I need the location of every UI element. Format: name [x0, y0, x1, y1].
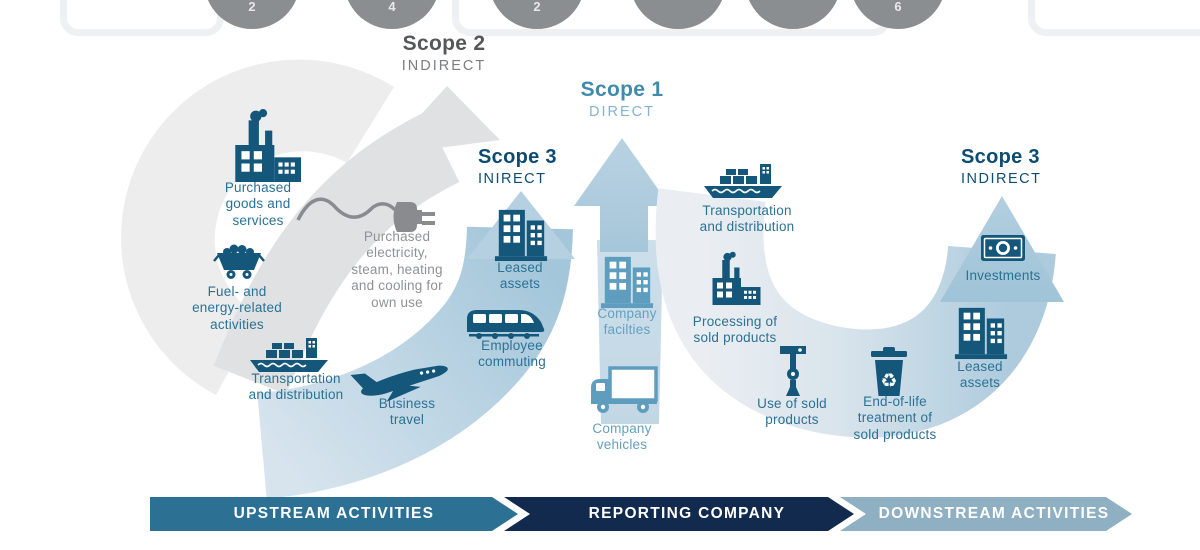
upstream-activities-banner: UPSTREAM ACTIVITIES	[150, 497, 518, 531]
label-company-vehicles: Company vehicles	[592, 421, 652, 453]
cargo-ship-icon	[700, 158, 786, 200]
label-end-of-life: End-of-life treatment of sold products	[853, 394, 937, 442]
scope3-upstream-heading: Scope 3 INIRECT	[478, 146, 618, 187]
left-gray-ring	[121, 59, 394, 396]
label-investments: Investments	[965, 268, 1041, 283]
scope2-gray-arrow-head	[384, 86, 500, 155]
piston-icon	[778, 344, 808, 398]
scope1-arrow-head	[574, 138, 670, 206]
scope1-heading: Scope 1 DIRECT	[542, 78, 702, 120]
upstream-activities-banner-label: UPSTREAM ACTIVITIES	[233, 505, 435, 522]
cargo-ship-icon	[246, 332, 332, 374]
label-use-of-sold: Use of sold products	[757, 396, 827, 428]
scope1-subtitle: DIRECT	[589, 104, 655, 120]
scope3-downstream-title: Scope 3	[961, 146, 1040, 168]
scope3-downstream-subtitle: INDIRECT	[961, 171, 1042, 187]
label-purchased-goods: Purchased goods and services	[224, 180, 292, 228]
label-transportation-downstream: Transportation and distribution	[699, 203, 795, 235]
top-circle-number: 2	[248, 0, 256, 14]
reporting-company-banner: REPORTING COMPANY	[504, 497, 854, 531]
label-transportation-upstream: Transportation and distribution	[248, 371, 344, 403]
scope1-title: Scope 1	[580, 78, 664, 101]
label-leased-assets-downstream: Leased assets	[957, 359, 1003, 391]
recycle-bin-icon	[868, 346, 910, 398]
plug-icon	[393, 202, 435, 232]
label-leased-assets-upstream: Leased assets	[497, 260, 543, 292]
company-truck-icon	[588, 364, 660, 414]
top-circle-number: 2	[533, 0, 541, 14]
label-company-facilities: Company facilties	[597, 306, 657, 338]
banknote-icon	[980, 232, 1026, 264]
scope2-gray-arrow-body	[213, 112, 460, 395]
factory-icon	[220, 108, 304, 182]
upstream-swoosh	[256, 226, 573, 499]
top-circle-number: 6	[894, 0, 902, 14]
top-outline-right	[1028, 0, 1200, 36]
top-circle-number: 4	[388, 0, 396, 14]
train-icon	[463, 302, 547, 340]
coal-cart-icon	[212, 240, 266, 282]
scope3-downstream-heading: Scope 3 INDIRECT	[961, 146, 1101, 187]
label-processing: Processing of sold products	[692, 314, 778, 346]
leased-buildings-icon	[493, 206, 549, 262]
downstream-activities-banner-label: DOWNSTREAM ACTIVITIES	[878, 505, 1110, 522]
company-facilities-icon	[598, 253, 656, 309]
scope2-title: Scope 2	[402, 32, 486, 55]
scope2-subtitle: INDIRECT	[401, 58, 487, 74]
leased-buildings-icon	[953, 304, 1009, 360]
scope1-arrow-stem	[600, 204, 648, 252]
scope3-upstream-subtitle: INIRECT	[478, 171, 547, 187]
reporting-company-banner-label: REPORTING COMPANY	[588, 505, 786, 522]
label-employee-commuting: Employee commuting	[478, 338, 546, 370]
label-business-travel: Business travel	[378, 396, 436, 428]
label-fuel-energy: Fuel- and energy-related activities	[192, 284, 282, 332]
label-purchased-electricity: Purchased electricity, steam, heating an…	[351, 229, 443, 310]
processing-factory-icon	[702, 246, 762, 310]
scope3-upstream-title: Scope 3	[478, 146, 557, 168]
downstream-activities-banner: DOWNSTREAM ACTIVITIES	[840, 497, 1132, 531]
scope2-heading: Scope 2 INDIRECT	[364, 32, 524, 74]
power-cord	[296, 197, 397, 221]
